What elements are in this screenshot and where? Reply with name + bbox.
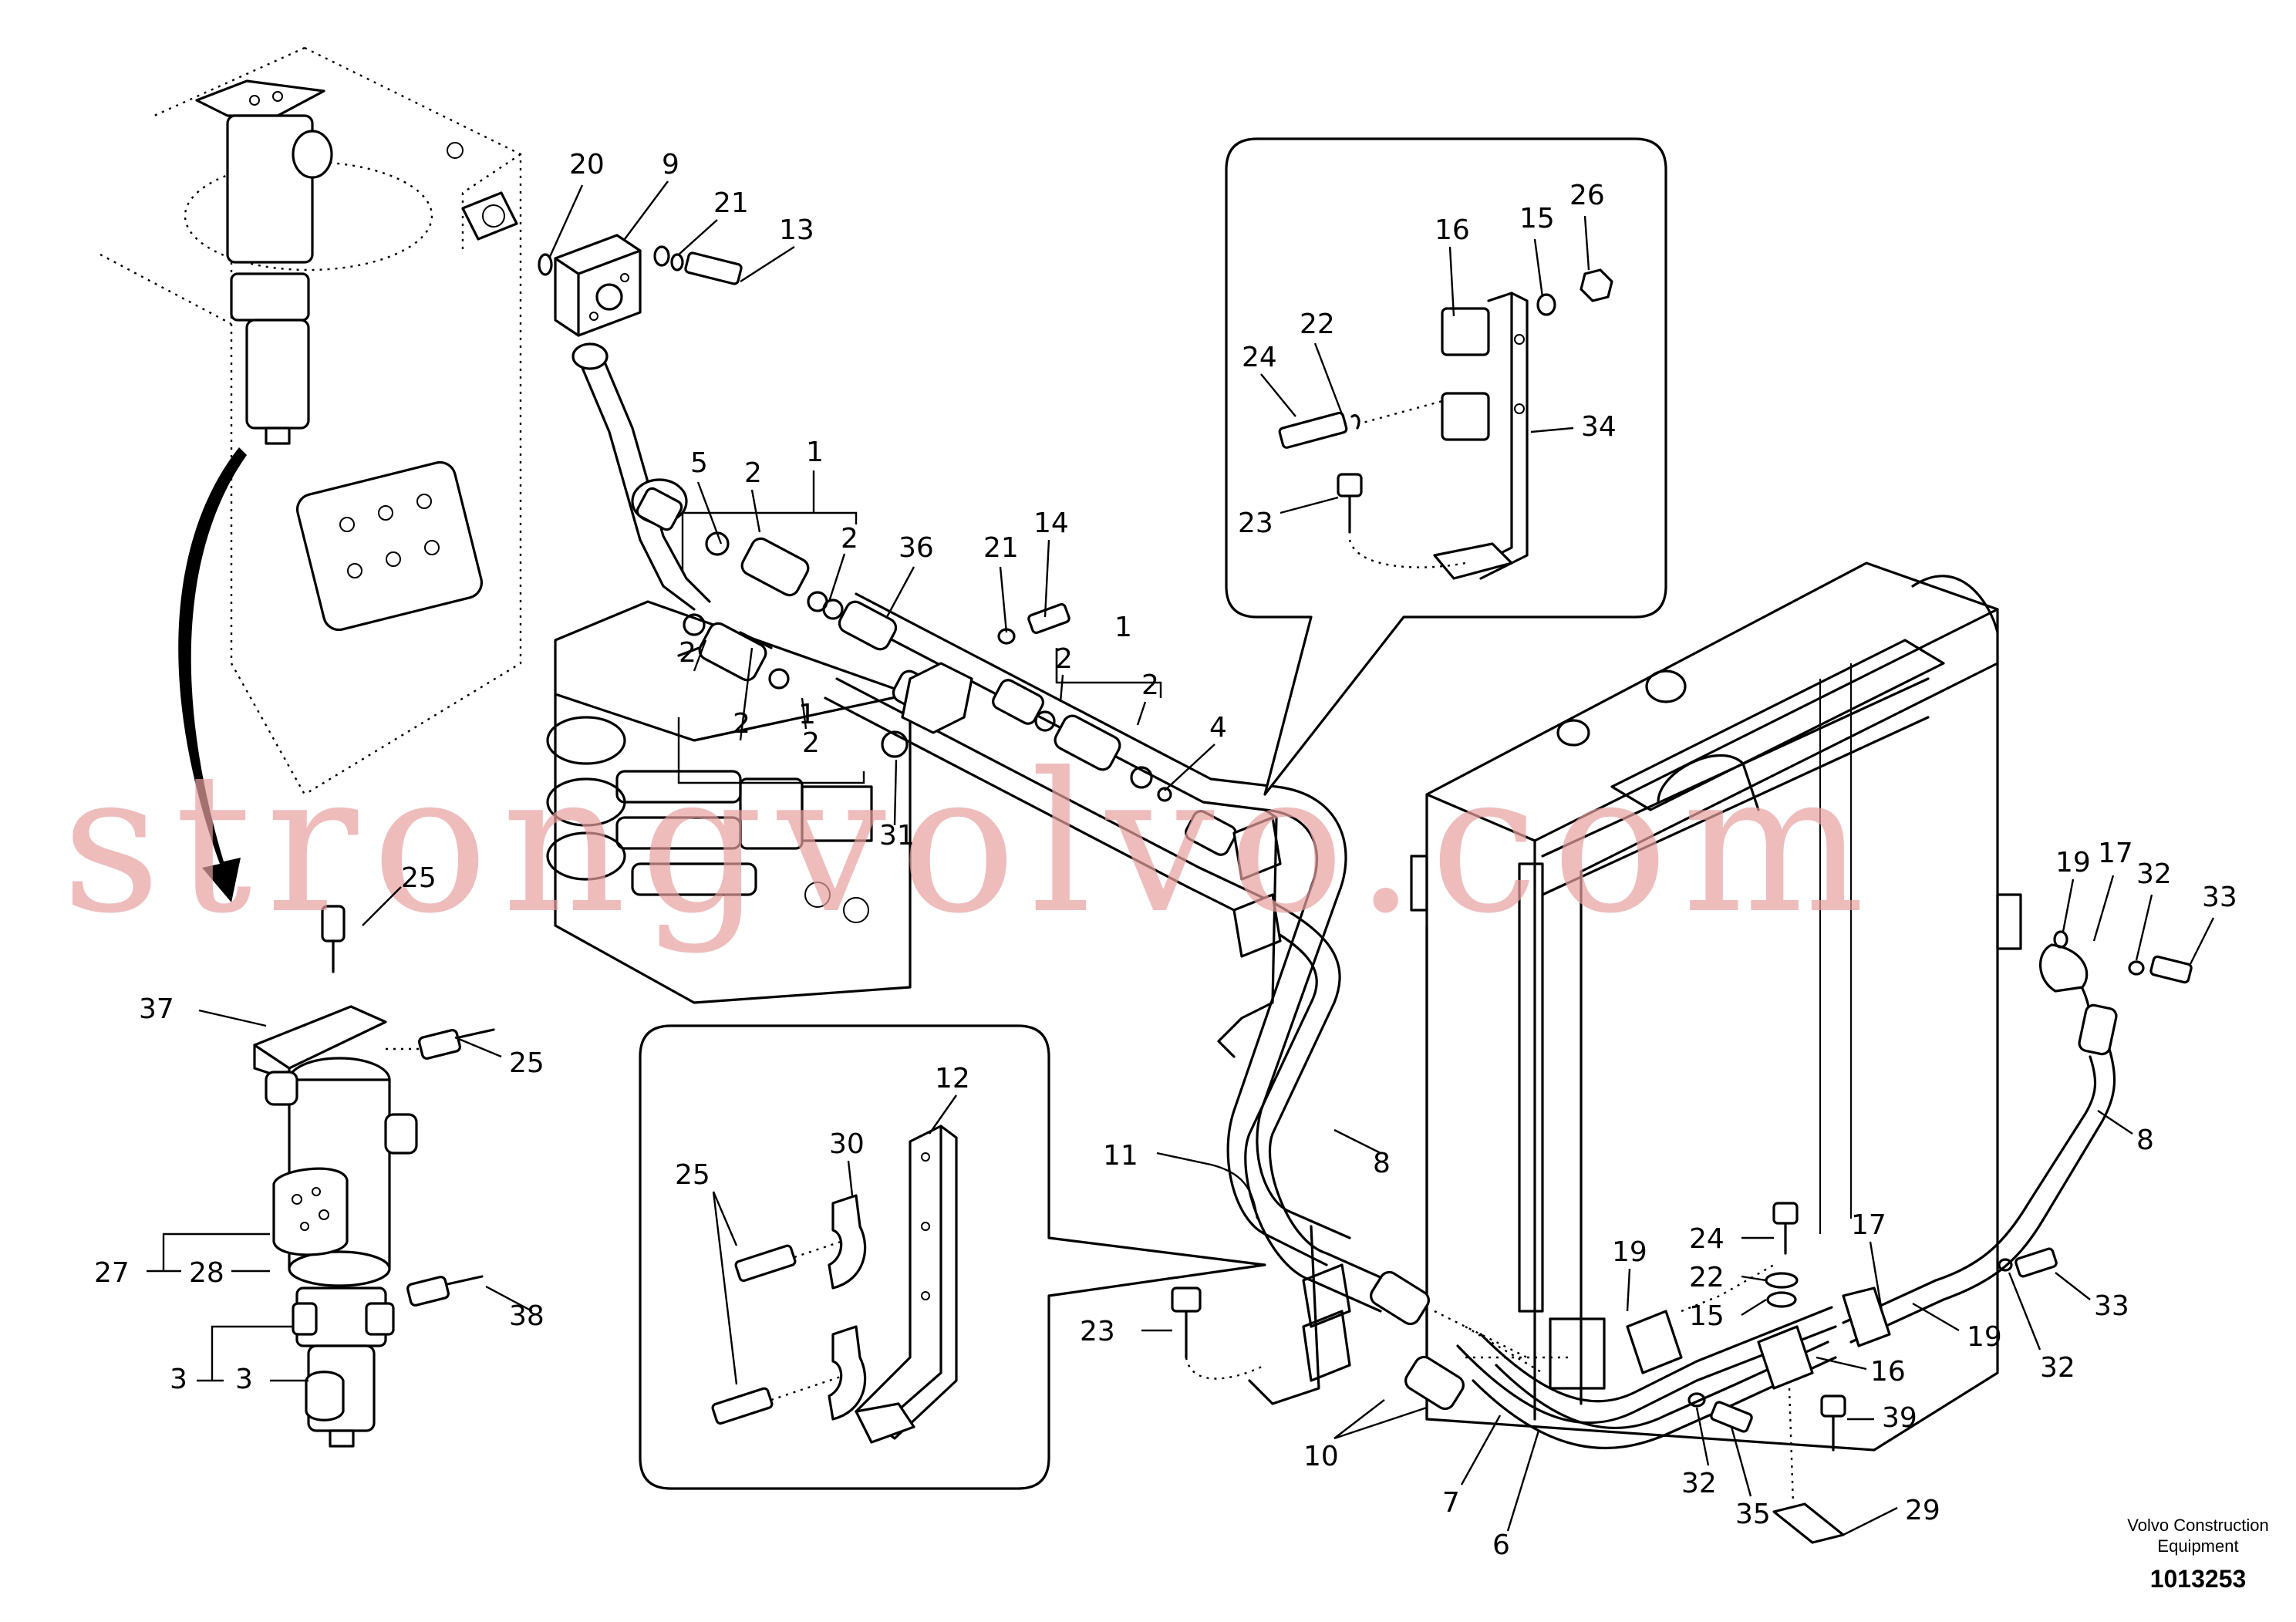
callout-32: 32: [2136, 858, 2172, 890]
callout-labels: 20 9 21 13 5 2 1 2 36 21 14 2 2 1 2 1 2 …: [94, 149, 2237, 1561]
callout-1: 1: [806, 437, 824, 468]
callout-8: 8: [1373, 1148, 1391, 1179]
callout-23: 23: [1080, 1316, 1115, 1347]
callout-32: 32: [1681, 1468, 1717, 1499]
brand-block: Volvo Construction Equipment 1013253: [2127, 1516, 2268, 1593]
callout-38: 38: [509, 1300, 544, 1332]
callout-15: 15: [1519, 203, 1555, 234]
detail-bubble-clamp-upper: [1225, 137, 1667, 796]
callout-25: 25: [675, 1159, 710, 1191]
callout-34: 34: [1581, 411, 1617, 443]
callout-22: 22: [1689, 1262, 1725, 1293]
callout-22: 22: [1300, 309, 1335, 340]
callout-9: 9: [662, 149, 679, 180]
callout-31: 31: [879, 820, 915, 851]
callout-20: 20: [569, 149, 605, 180]
callout-5: 5: [690, 447, 708, 479]
couplings: [631, 478, 2193, 1544]
callout-23: 23: [1238, 508, 1273, 539]
callout-30: 30: [829, 1128, 865, 1160]
callout-2: 2: [733, 708, 750, 740]
return-filter-exploded: [253, 905, 495, 1448]
callout-24: 24: [1689, 1223, 1725, 1255]
callout-21: 21: [713, 187, 749, 219]
callout-1: 1: [1114, 612, 1132, 643]
callout-3: 3: [170, 1364, 187, 1395]
callout-33: 33: [2202, 882, 2237, 913]
callout-2: 2: [802, 727, 820, 759]
callout-37: 37: [139, 993, 174, 1025]
watermark-text: strongvolvo.com: [62, 731, 1879, 956]
callout-3: 3: [235, 1364, 253, 1395]
callout-36: 36: [899, 532, 934, 564]
callout-7: 7: [1442, 1487, 1460, 1519]
callout-11: 11: [1103, 1140, 1138, 1172]
callout-17: 17: [1851, 1209, 1886, 1241]
callout-2: 2: [841, 523, 858, 555]
callout-25: 25: [401, 862, 437, 894]
control-valve: [546, 600, 912, 1004]
callout-2: 2: [1141, 669, 1159, 701]
callout-17: 17: [2098, 838, 2133, 869]
callout-26: 26: [1569, 180, 1605, 211]
oil-cooler: [1410, 561, 2022, 1452]
callout-27: 27: [94, 1257, 130, 1289]
detail-bubble-clamp-lower: [639, 1024, 1266, 1490]
callout-2: 2: [1055, 643, 1073, 675]
callout-6: 6: [1492, 1529, 1510, 1561]
leader-lines: [147, 180, 2215, 1536]
callout-10: 10: [1303, 1441, 1339, 1472]
callout-2: 2: [744, 457, 762, 489]
callout-25: 25: [509, 1047, 544, 1079]
callout-32: 32: [2040, 1352, 2075, 1384]
callout-1: 1: [798, 699, 816, 730]
callout-19: 19: [2055, 847, 2091, 878]
pipes: [571, 342, 2118, 1450]
callout-2: 2: [679, 637, 696, 669]
brand-line-1: Volvo Construction: [2127, 1516, 2268, 1535]
callout-28: 28: [189, 1257, 224, 1289]
callout-19: 19: [1612, 1236, 1647, 1268]
callout-16: 16: [1435, 214, 1470, 246]
callout-24: 24: [1242, 342, 1277, 373]
document-number: 1013253: [2150, 1565, 2247, 1593]
filter-on-tank: [195, 79, 333, 445]
callout-12: 12: [935, 1063, 970, 1094]
callout-15: 15: [1689, 1300, 1725, 1332]
callout-19: 19: [1967, 1321, 2002, 1353]
callout-4: 4: [1209, 712, 1227, 744]
brand-line-2: Equipment: [2157, 1536, 2238, 1556]
callout-21: 21: [983, 532, 1019, 564]
callout-16: 16: [1870, 1356, 1906, 1388]
callout-29: 29: [1905, 1495, 1940, 1526]
explode-arrow: [178, 447, 247, 902]
callout-35: 35: [1735, 1499, 1771, 1530]
flange-block: [538, 234, 1070, 645]
callout-14: 14: [1033, 508, 1069, 539]
callout-39: 39: [1882, 1402, 1917, 1434]
callout-8: 8: [2136, 1125, 2154, 1156]
callout-33: 33: [2094, 1290, 2129, 1322]
callout-13: 13: [779, 214, 814, 246]
